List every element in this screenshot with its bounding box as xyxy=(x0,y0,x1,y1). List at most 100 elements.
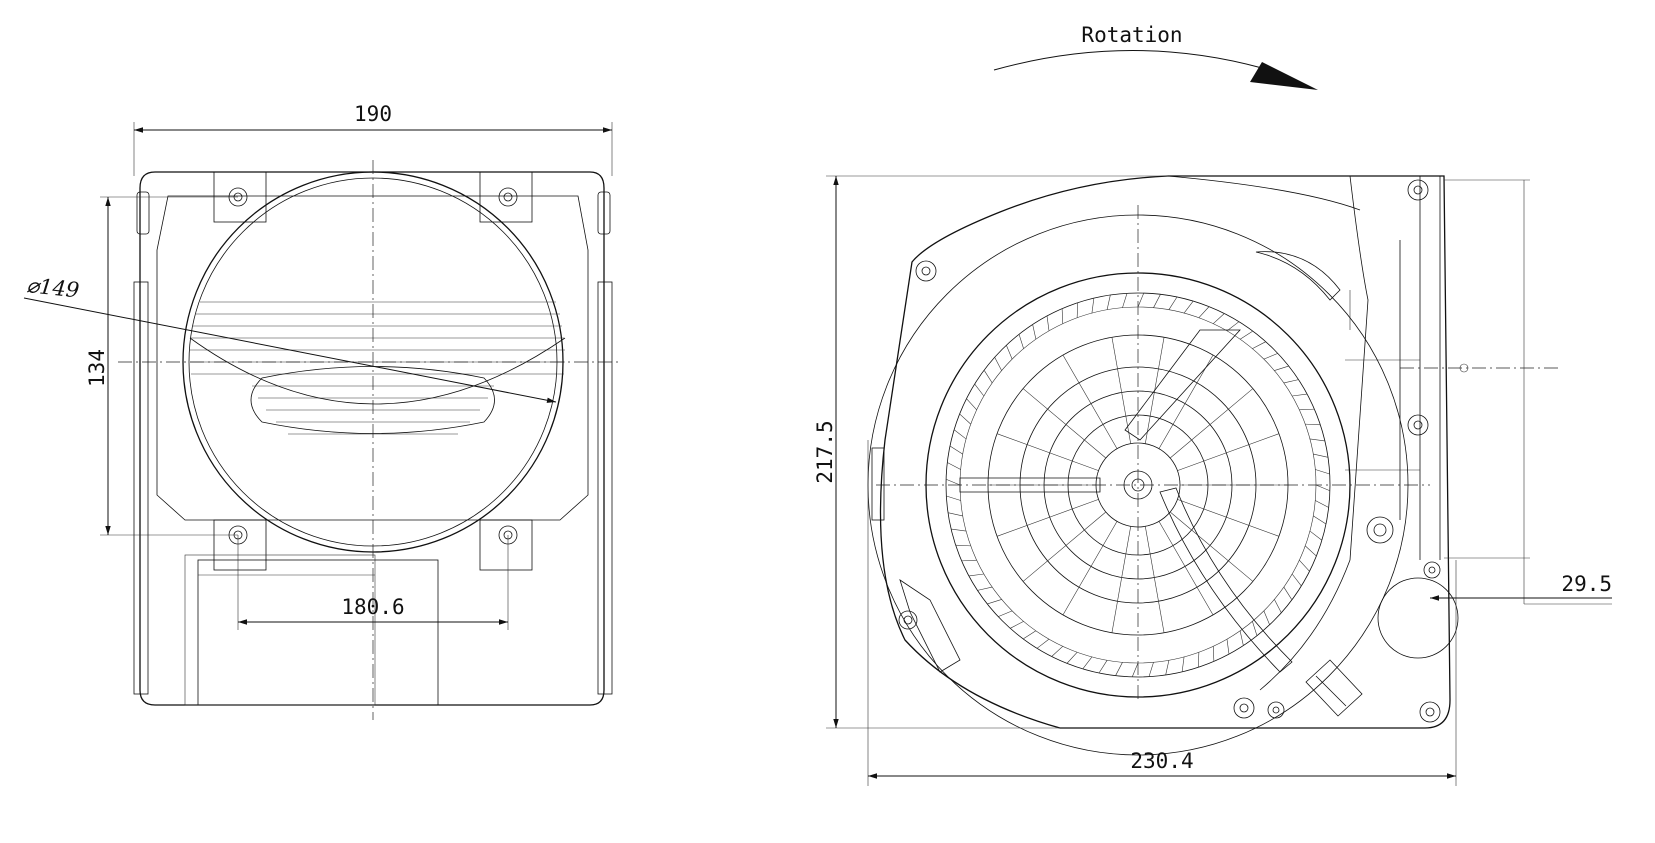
side-capacitor-circle xyxy=(1377,577,1459,659)
impeller-blade xyxy=(1153,294,1161,308)
impeller-blade xyxy=(1299,560,1310,572)
front-right-side-panel xyxy=(597,281,613,695)
grille-spoke xyxy=(1022,511,1107,582)
grille-spoke xyxy=(1062,354,1118,449)
grille-spoke xyxy=(1177,433,1280,471)
impeller-blade xyxy=(1198,306,1210,318)
impeller-blade xyxy=(1197,652,1200,668)
front-plate-br xyxy=(479,519,533,571)
impeller-blade xyxy=(955,544,971,547)
rotation-label: Rotation xyxy=(1081,23,1182,47)
grille-spoke xyxy=(1111,526,1132,633)
grille-spoke xyxy=(1169,388,1254,459)
impeller-blade xyxy=(1046,315,1050,331)
front-plate-bl xyxy=(213,519,267,571)
side-left-tab xyxy=(871,447,885,521)
impeller-blade xyxy=(1091,298,1095,314)
front-damper-louvers xyxy=(190,301,565,435)
impeller-blade xyxy=(961,559,977,562)
impeller-blade xyxy=(1018,334,1024,349)
impeller-blade xyxy=(1131,662,1139,678)
dim-label-134: 134 xyxy=(85,349,109,387)
impeller-blade xyxy=(1061,308,1064,324)
impeller-blade xyxy=(1239,630,1244,646)
impeller-blade xyxy=(1263,353,1278,360)
impeller-blade xyxy=(1036,638,1050,649)
dim-label-230-4: 230.4 xyxy=(1130,749,1193,773)
grille-spoke xyxy=(1177,499,1280,537)
impeller-blade xyxy=(1106,294,1111,310)
grille-spoke xyxy=(1169,511,1254,582)
side-top-curve xyxy=(1167,175,1361,211)
side-impeller-blades xyxy=(945,292,1331,678)
impeller-blade xyxy=(998,610,1013,617)
impeller-blade xyxy=(1291,573,1302,587)
impeller-blade xyxy=(945,478,961,486)
impeller-blade xyxy=(1032,324,1037,340)
impeller-blade xyxy=(987,599,1002,605)
impeller-blade xyxy=(1148,662,1154,677)
front-right-lug xyxy=(597,191,611,235)
impeller-blade xyxy=(983,370,993,384)
grille-spoke xyxy=(1158,521,1214,616)
front-housing-outline xyxy=(139,171,605,706)
impeller-blade xyxy=(1299,408,1315,411)
dim-label-180-6: 180.6 xyxy=(341,595,404,619)
impeller-blade xyxy=(1252,341,1266,349)
impeller-blade xyxy=(1213,313,1225,324)
impeller-blade xyxy=(1274,365,1289,371)
impeller-blade xyxy=(1239,330,1253,340)
side-view: Rotation xyxy=(813,23,1612,786)
impeller-blade xyxy=(959,413,971,425)
side-support-bracket xyxy=(959,329,1241,493)
impeller-blade xyxy=(994,357,1002,371)
impeller-blade xyxy=(953,429,967,440)
side-terminal-block xyxy=(1305,659,1363,717)
impeller-blade xyxy=(947,462,961,470)
impeller-blade xyxy=(1274,599,1282,613)
dim-label-diameter: ⌀149 xyxy=(25,273,80,302)
side-scroll-curve xyxy=(1259,175,1369,691)
impeller-blade xyxy=(1283,379,1299,384)
grille-spoke xyxy=(1158,354,1214,449)
impeller-blade xyxy=(1168,296,1178,310)
grille-spoke xyxy=(1022,388,1107,459)
grille-spoke xyxy=(1111,337,1132,444)
impeller-blade xyxy=(1309,438,1325,442)
grille-spoke xyxy=(1062,521,1118,616)
impeller-blade xyxy=(949,445,963,455)
impeller-blade xyxy=(1212,646,1215,662)
impeller-blade xyxy=(1315,469,1330,475)
front-plate-tr xyxy=(479,171,533,223)
grille-spoke xyxy=(996,433,1099,471)
front-motor-box-inner xyxy=(184,554,376,706)
impeller-blade xyxy=(1309,530,1323,541)
front-mounting-holes xyxy=(228,187,518,545)
front-left-lug xyxy=(136,191,150,235)
impeller-blade xyxy=(1010,621,1024,629)
side-impeller-blade-ring xyxy=(945,292,1331,678)
rotation-arrowhead xyxy=(1250,62,1318,90)
dim-label-190: 190 xyxy=(354,102,392,126)
impeller-blade xyxy=(1137,292,1145,308)
impeller-blade xyxy=(966,398,977,410)
impeller-blade xyxy=(1292,393,1308,397)
impeller-blade xyxy=(1305,545,1317,557)
impeller-blade xyxy=(1115,662,1123,676)
side-cutoff xyxy=(1345,290,1420,471)
grille-spoke xyxy=(1144,526,1165,633)
front-left-side-panel xyxy=(133,281,149,695)
impeller-blade xyxy=(968,573,984,577)
impeller-blade xyxy=(1051,646,1063,657)
impeller-blade xyxy=(977,586,993,591)
rotation-arc xyxy=(993,50,1263,71)
impeller-blade xyxy=(1313,515,1327,525)
side-cable-arm xyxy=(1159,487,1293,673)
impeller-blade xyxy=(1082,656,1093,670)
impeller-blade xyxy=(947,512,963,517)
dim-label-29-5: 29.5 xyxy=(1561,572,1612,596)
side-tongue xyxy=(1255,251,1341,301)
impeller-blade xyxy=(1252,621,1258,636)
front-motor-bulge xyxy=(250,366,495,434)
